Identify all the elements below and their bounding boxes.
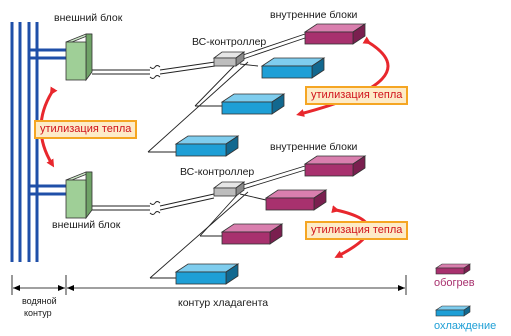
dimension-lines	[11, 275, 407, 295]
water-circuit-label-line2: контур	[24, 308, 52, 318]
heat-recovery-tag-top-right: утилизация тепла	[305, 86, 409, 105]
refrigerant-circuit-label: контур хладагента	[178, 297, 269, 309]
outdoor-unit-label-top: внешний блок	[54, 12, 123, 24]
heat-recovery-tag-bottom-right: утилизация тепла	[305, 221, 409, 240]
bc-controller-label-bottom: ВС-контроллер	[180, 166, 255, 178]
indoor-units-label-bottom: внутренние блоки	[270, 141, 358, 153]
refrigerant-piping-bottom	[92, 165, 306, 279]
refrigerant-piping-top	[92, 33, 306, 153]
indoor-unit-heating-4	[220, 223, 284, 245]
indoor-unit-cooling-4	[174, 263, 240, 285]
bc-controller-top	[212, 51, 246, 67]
indoor-unit-heating-3	[264, 189, 328, 211]
outdoor-unit-bottom	[65, 171, 93, 220]
indoor-units-label-top: внутренние блоки	[270, 9, 358, 21]
legend-swatch-cooling	[435, 305, 471, 317]
water-circuit-label-line1: водяной	[22, 296, 57, 306]
heat-recovery-tag-left: утилизация тепла	[34, 120, 138, 139]
indoor-unit-heating-1	[303, 23, 367, 45]
indoor-unit-cooling-3	[174, 135, 240, 157]
water-circuit-pipes	[10, 22, 66, 262]
legend-cooling-label: охлаждение	[434, 320, 497, 332]
indoor-unit-cooling-2	[220, 93, 286, 115]
indoor-unit-cooling-1	[260, 57, 326, 79]
bc-controller-label-top: ВС-контроллер	[192, 36, 267, 48]
outdoor-unit-top	[65, 33, 93, 82]
legend-swatch-heating	[435, 263, 471, 275]
bc-controller-bottom	[212, 181, 246, 197]
legend-heating-label: обогрев	[434, 277, 475, 289]
outdoor-unit-label-bottom: внешний блок	[52, 219, 121, 231]
indoor-unit-heating-2	[303, 155, 367, 177]
